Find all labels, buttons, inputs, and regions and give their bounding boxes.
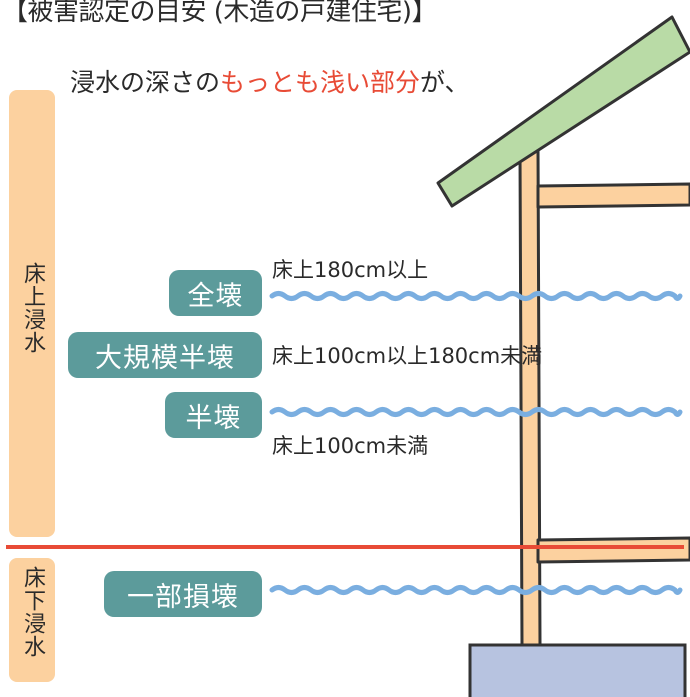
foundation bbox=[468, 643, 687, 697]
subtitle-prefix: 浸水の深さの bbox=[70, 68, 221, 97]
water-wave-zenkai bbox=[269, 291, 683, 301]
water-wave-ichibu bbox=[269, 585, 683, 595]
subtitle: 浸水の深さのもっとも浅い部分が、 bbox=[70, 63, 470, 99]
damage-badge-daikibo-hankai: 大規模半壊 bbox=[68, 332, 262, 378]
above-floor-bar: 床上浸水 bbox=[9, 90, 55, 537]
damage-badge-ichibu-sonkai: 一部損壊 bbox=[104, 571, 262, 617]
water-wave-hankai bbox=[269, 407, 683, 417]
condition-hankai: 床上100cm未満 bbox=[272, 434, 429, 458]
above-floor-label: 床上浸水 bbox=[20, 262, 45, 354]
subtitle-suffix: が、 bbox=[420, 68, 470, 97]
condition-daikibo-hankai: 床上100cm以上180cm未満 bbox=[272, 344, 543, 368]
subtitle-highlight: もっとも浅い部分 bbox=[220, 68, 421, 97]
roof bbox=[436, 15, 690, 208]
page-title: 【被害認定の目安 (木造の戸建住宅)】 bbox=[2, 0, 438, 27]
damage-badge-zenkai: 全壊 bbox=[169, 270, 262, 316]
below-floor-label: 床下浸水 bbox=[20, 566, 45, 658]
floor-beam bbox=[536, 536, 690, 564]
vertical-post bbox=[518, 146, 542, 647]
below-floor-bar: 床下浸水 bbox=[9, 558, 55, 682]
upper-beam bbox=[536, 182, 690, 209]
condition-zenkai: 床上180cm以上 bbox=[272, 258, 429, 282]
damage-badge-hankai: 半壊 bbox=[165, 392, 262, 438]
